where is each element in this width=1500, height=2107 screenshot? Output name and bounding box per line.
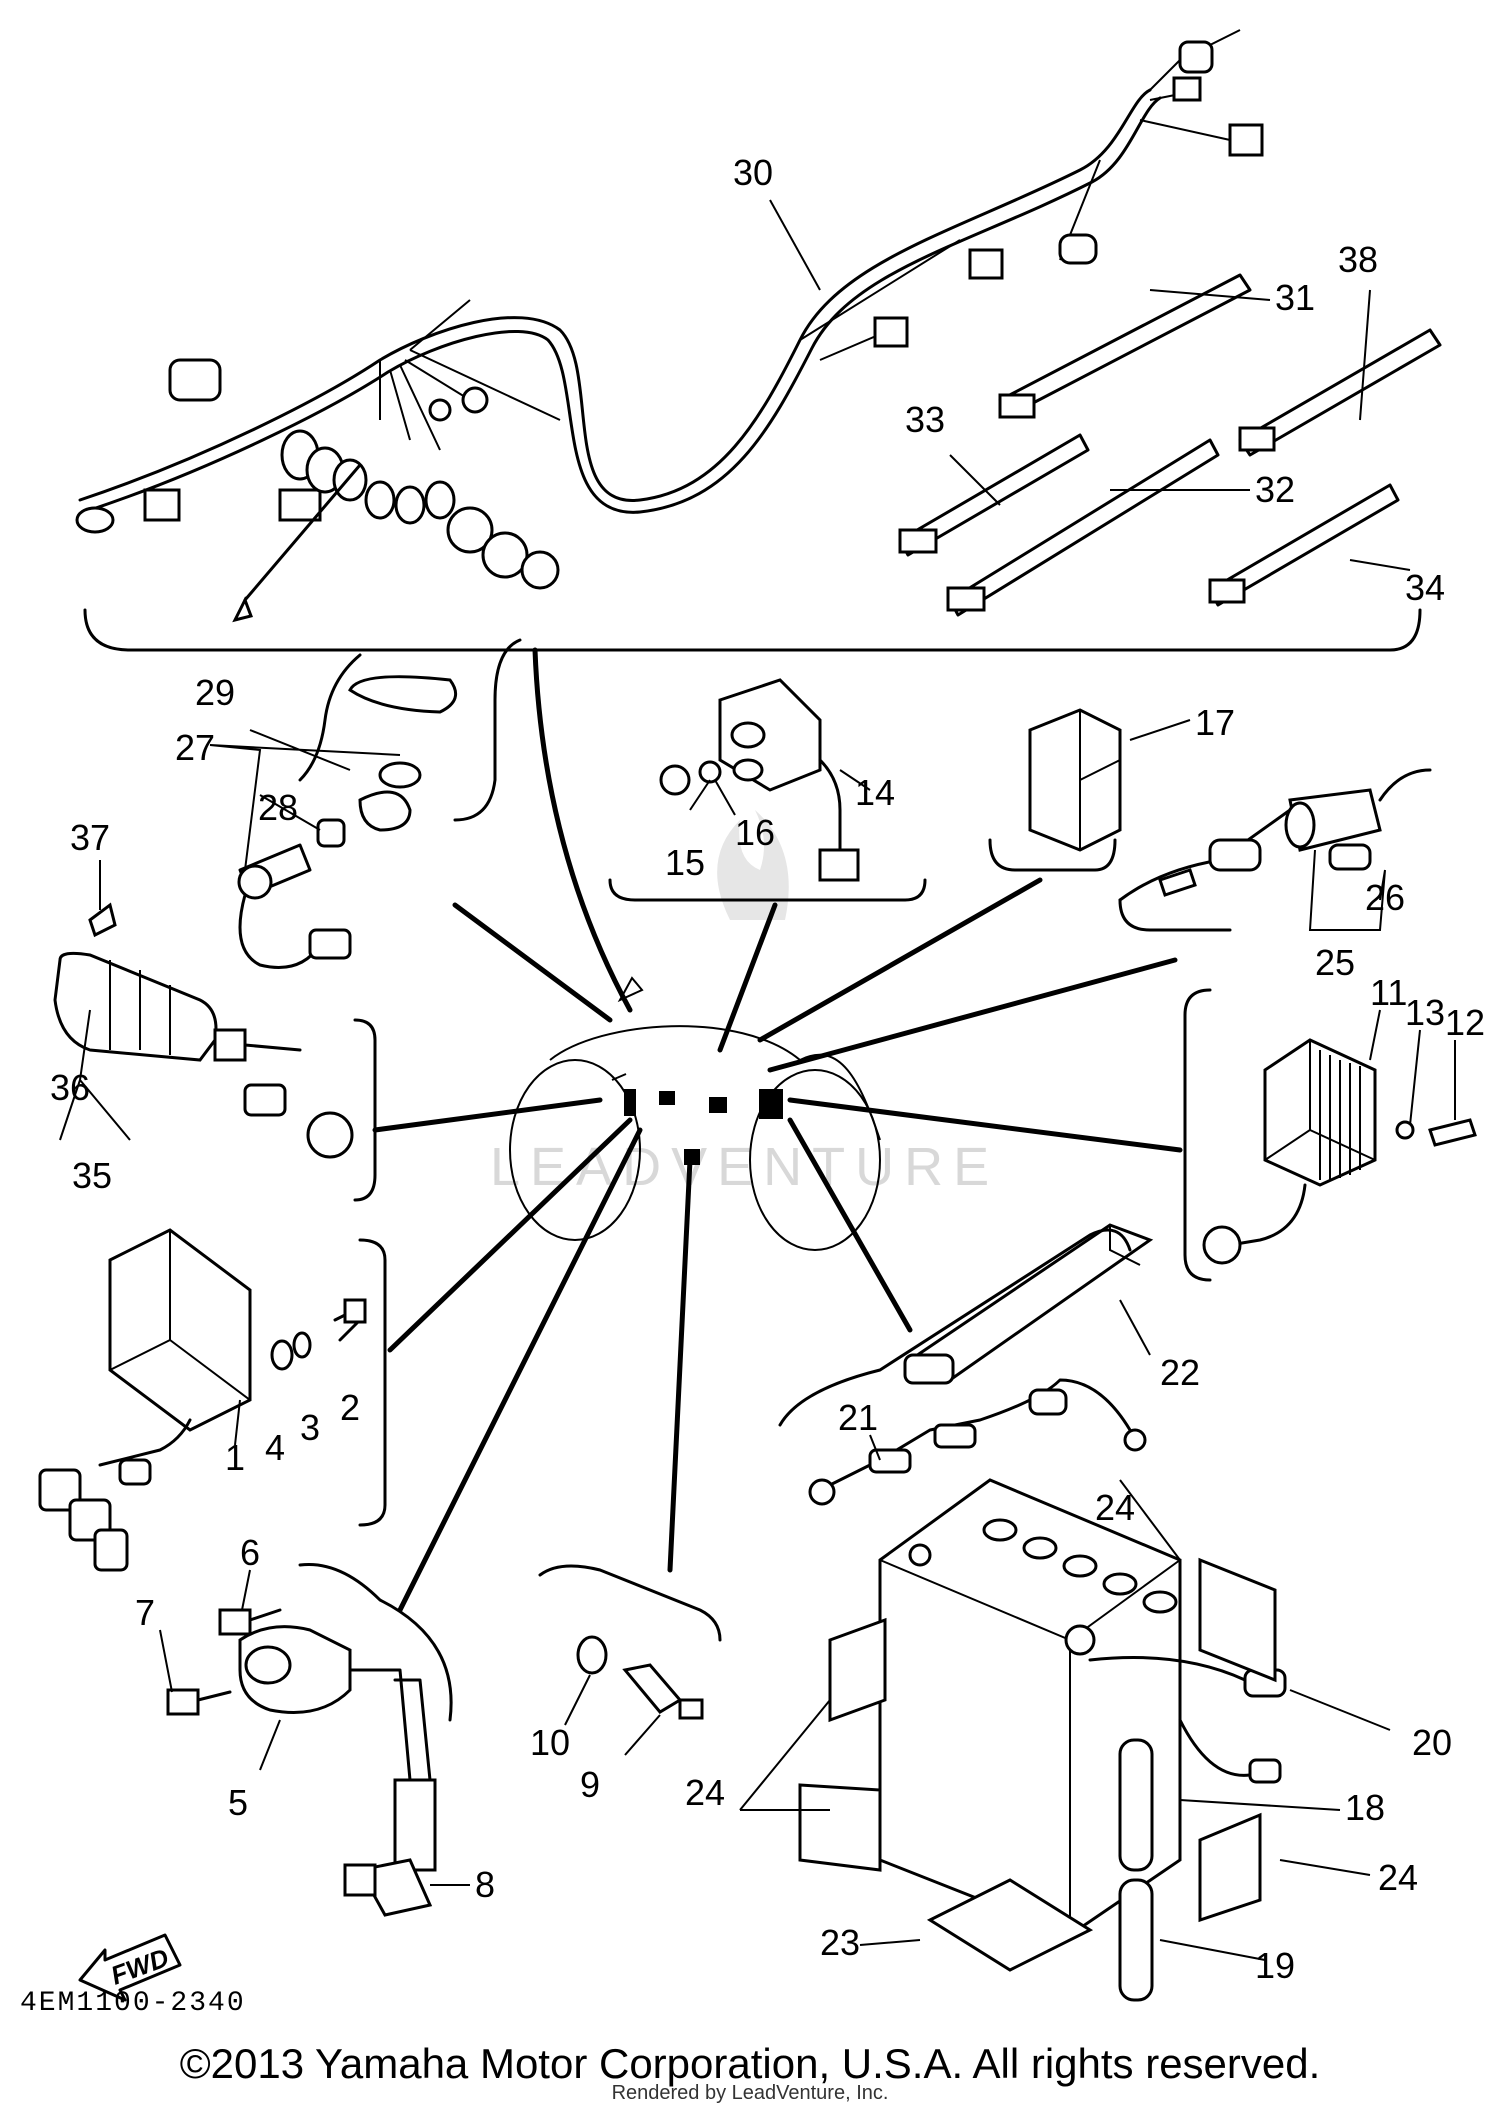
label-22: 22 (1160, 1352, 1200, 1393)
part-labels: 30 38 31 33 32 34 29 27 28 37 36 35 14 1… (20, 152, 1485, 2019)
label-3: 3 (300, 1407, 320, 1448)
label-24: 24 (1095, 1487, 1135, 1528)
label-18: 18 (1345, 1787, 1385, 1828)
watermark-text: LEADVENTURE (490, 1137, 999, 1197)
breather-pipe-19 (1118, 1878, 1154, 2002)
label-15: 15 (665, 842, 705, 883)
label-34: 34 (1405, 567, 1445, 608)
label-28: 28 (258, 787, 298, 828)
diagram-code: 4EM1100-2340 (20, 1988, 246, 2019)
clip-37 (88, 902, 117, 938)
label-26: 26 (1365, 877, 1405, 918)
washer-13 (1395, 1120, 1415, 1140)
label-31: 31 (1275, 277, 1315, 318)
parts-27-28-29 (209, 638, 522, 969)
label-35: 35 (72, 1155, 112, 1196)
label-4: 4 (265, 1427, 285, 1468)
parts-9-10 (538, 1564, 722, 1756)
label-5: 5 (228, 1782, 248, 1823)
parts-11-12-13 (1183, 988, 1477, 1282)
label-17: 17 (1195, 702, 1235, 743)
fuse-26 (1328, 843, 1372, 871)
washer-16 (698, 760, 722, 784)
connector-lines (372, 877, 1183, 1613)
label-21: 21 (838, 1397, 878, 1438)
pad-24-bottom (798, 1783, 882, 1872)
label-36: 36 (50, 1067, 90, 1108)
bolt-7 (166, 1688, 200, 1716)
label-27: 27 (175, 727, 215, 768)
label-32: 32 (1255, 469, 1295, 510)
bolt-12 (1428, 1118, 1477, 1147)
bolt-6 (218, 1608, 252, 1636)
label-7: 7 (135, 1592, 155, 1633)
copyright-notice: ©2013 Yamaha Motor Corporation, U.S.A. A… (179, 2040, 1321, 2087)
label-9: 9 (580, 1764, 600, 1805)
washer-4 (270, 1339, 294, 1371)
label-29: 29 (195, 672, 235, 713)
cdi-unit-1 (108, 1228, 252, 1432)
cap-27 (378, 761, 422, 789)
pad-24-left (828, 1617, 887, 1723)
label-24b: 24 (685, 1772, 725, 1813)
label-2: 2 (340, 1387, 360, 1428)
parts-14-15-16 (608, 678, 927, 902)
switch-36 (53, 951, 218, 1062)
pad-24-right-top (1198, 1557, 1277, 1683)
parts-21-22 (778, 1223, 1154, 1506)
label-16: 16 (735, 812, 775, 853)
label-25: 25 (1315, 942, 1355, 983)
fuse-box-17 (1028, 708, 1122, 852)
label-30: 30 (733, 152, 773, 193)
switch-9 (622, 1663, 683, 1714)
label-12: 12 (1445, 1002, 1485, 1043)
washer-10 (576, 1635, 608, 1675)
pad-23 (926, 1878, 1094, 1972)
washer-3 (292, 1331, 312, 1359)
lead-21 (868, 1448, 912, 1474)
gasket-29 (348, 675, 458, 714)
cable-tie-32 (948, 438, 1220, 617)
label-14: 14 (855, 772, 895, 813)
pad-24-right-bottom (1198, 1812, 1262, 1923)
rendered-by-notice: Rendered by LeadVenture, Inc. (611, 2082, 889, 2104)
parts-1-2-3-4 (38, 1228, 387, 1572)
label-19: 19 (1255, 1945, 1295, 1986)
frame-outline (509, 976, 881, 1251)
battery-group (739, 1478, 1391, 2002)
wire-harness-group (75, 29, 1442, 1013)
parts-5-6-7-8 (159, 1562, 470, 1917)
label-13: 13 (1405, 992, 1445, 1033)
parts-35-36-37 (53, 860, 377, 1202)
nut-15 (659, 764, 691, 796)
label-6: 6 (240, 1532, 260, 1573)
label-23: 23 (820, 1922, 860, 1963)
label-33: 33 (905, 399, 945, 440)
bushing-28 (316, 818, 346, 848)
label-24c: 24 (1378, 1857, 1418, 1898)
label-20: 20 (1412, 1722, 1452, 1763)
label-8: 8 (475, 1864, 495, 1905)
breather-pipe-18 (1118, 1738, 1154, 1872)
label-1: 1 (225, 1437, 245, 1478)
fwd-label: FWD (107, 1942, 173, 1991)
label-11: 11 (1370, 972, 1407, 1013)
label-38: 38 (1338, 239, 1378, 280)
plug-cap-8 (357, 1858, 433, 1917)
label-10: 10 (530, 1722, 570, 1763)
part-17 (988, 708, 1191, 872)
watermark: LEADVENTURE (490, 810, 999, 1197)
label-37: 37 (70, 817, 110, 858)
parts-25-26 (1118, 768, 1432, 932)
